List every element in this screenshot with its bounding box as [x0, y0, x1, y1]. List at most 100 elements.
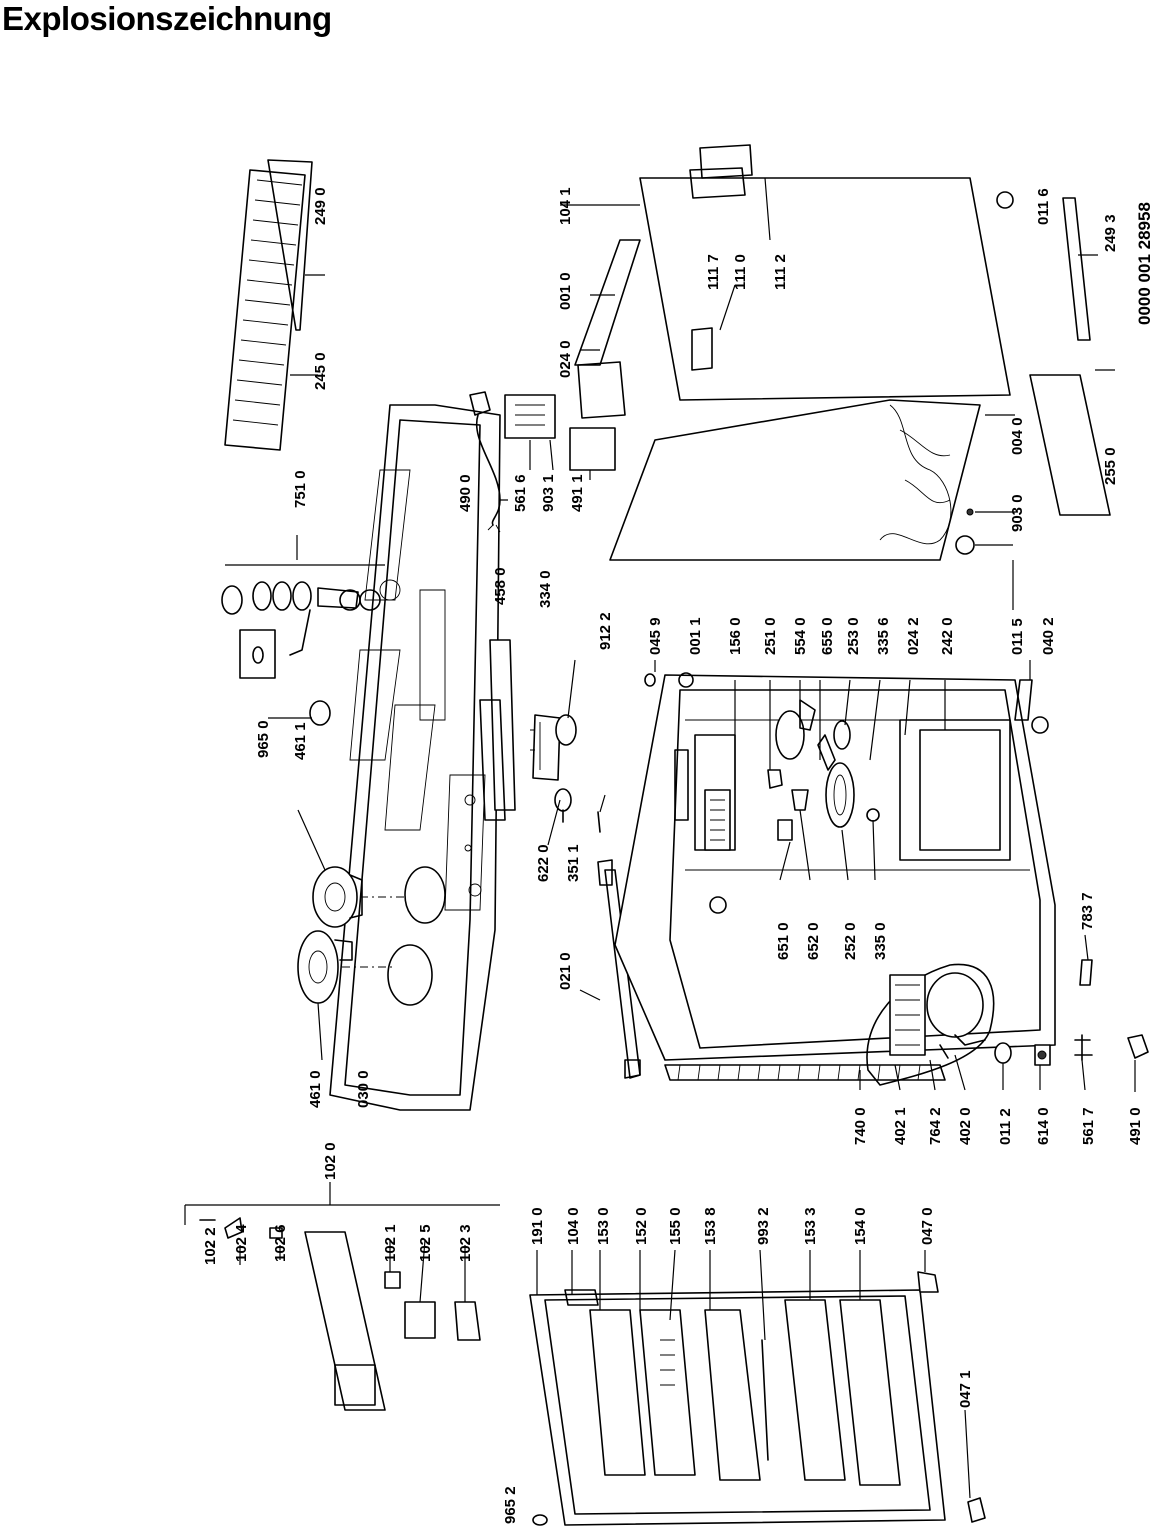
door-handle [597, 859, 641, 1079]
light-cover [767, 699, 880, 841]
label-102-5: 102 5 [417, 1224, 434, 1262]
label-249-3: 249 3 [1102, 214, 1119, 252]
side-panel-mid [574, 239, 641, 419]
label-751-0: 751 0 [292, 470, 309, 508]
label-903-0: 903 0 [1009, 494, 1026, 532]
screw-045 [644, 673, 656, 687]
label-655-0: 655 0 [819, 617, 836, 655]
label-252-0: 252 0 [842, 922, 859, 960]
label-461-0: 461 0 [307, 1070, 324, 1108]
label-351-1: 351 1 [565, 844, 582, 882]
label-561-6: 561 6 [512, 474, 529, 512]
label-152-0: 152 0 [633, 1207, 650, 1245]
label-154-0: 154 0 [852, 1207, 869, 1245]
document-number: 0000 001 28958 [1135, 202, 1154, 325]
label-102-1: 102 1 [382, 1224, 399, 1262]
label-965-0: 965 0 [255, 720, 272, 758]
label-253-0: 253 0 [845, 617, 862, 655]
label-245-0: 245 0 [312, 352, 329, 390]
label-614-0: 614 0 [1035, 1107, 1052, 1145]
thermostat-switch [530, 714, 577, 781]
label-156-0: 156 0 [727, 617, 744, 655]
label-104-0: 104 0 [565, 1207, 582, 1245]
label-102-4: 102 4 [233, 1224, 250, 1262]
small-parts-bottom [994, 1034, 1149, 1066]
door-panel-group [184, 1182, 500, 1411]
power-cord [469, 391, 501, 533]
label-402-1: 402 1 [892, 1107, 909, 1145]
label-011-6: 011 6 [1035, 188, 1052, 225]
label-011-5: 011 5 [1009, 618, 1026, 655]
label-153-0: 153 0 [595, 1207, 612, 1245]
label-011-2: 011 2 [997, 1108, 1014, 1145]
foot-965 [309, 700, 331, 726]
foot-011-6 [996, 191, 1014, 209]
door-rod [761, 1339, 769, 1461]
bracket-040 [1014, 679, 1049, 734]
door-shelf-4 [784, 1299, 846, 1481]
label-740-0: 740 0 [852, 1107, 869, 1145]
label-191-0: 191 0 [529, 1207, 546, 1245]
label-001-1: 001 1 [687, 617, 704, 655]
label-402-0: 402 0 [957, 1107, 974, 1145]
label-651-0: 651 0 [775, 922, 792, 960]
label-783-7: 783 7 [1079, 892, 1096, 930]
label-102-3: 102 3 [457, 1224, 474, 1262]
label-561-7: 561 7 [1080, 1107, 1097, 1145]
compressor-unit [866, 963, 995, 1086]
terminal-block [504, 394, 556, 439]
label-030-0: 030 0 [355, 1070, 372, 1108]
label-024-0: 024 0 [557, 340, 574, 378]
worktop-cover [329, 404, 501, 1111]
label-335-6: 335 6 [875, 617, 892, 655]
label-024-2: 024 2 [905, 617, 922, 655]
hotplate-rear [312, 866, 363, 928]
cover-491 [569, 427, 616, 471]
label-251-0: 251 0 [762, 617, 779, 655]
label-334-0: 334 0 [537, 570, 554, 608]
cabinet-body [614, 672, 1056, 1061]
label-111-2: 111 2 [772, 254, 789, 290]
label-903-1: 903 1 [540, 474, 557, 512]
page-title: Explosionszeichnung [2, 0, 332, 37]
label-255-0: 255 0 [1102, 447, 1119, 485]
door-feet [532, 1271, 986, 1526]
label-249-0: 249 0 [312, 187, 329, 225]
label-965-2: 965 2 [502, 1486, 519, 1524]
label-102-6: 102 6 [272, 1224, 289, 1262]
side-panel-outer [639, 144, 1011, 401]
thermostat-assembly [221, 535, 385, 679]
foot-011-5 [955, 535, 975, 555]
label-104-1: 104 1 [557, 187, 574, 225]
wire-shelf-group [224, 159, 313, 451]
door-shelf-3 [704, 1309, 761, 1481]
label-491-1: 491 1 [569, 474, 586, 512]
hinge-block [479, 639, 516, 821]
label-047-1: 047 1 [957, 1370, 974, 1408]
trim-strip [1062, 197, 1091, 341]
label-111-0: 111 0 [732, 254, 749, 290]
screw-912 [597, 811, 601, 833]
label-111-7: 111 7 [705, 254, 722, 290]
seal-strip [1079, 959, 1093, 986]
lamp [554, 788, 572, 823]
label-622-0: 622 0 [535, 844, 552, 882]
label-242-0: 242 0 [939, 617, 956, 655]
label-335-0: 335 0 [872, 922, 889, 960]
label-155-0: 155 0 [667, 1207, 684, 1245]
ice-tray [704, 789, 731, 851]
label-045-9: 045 9 [647, 617, 664, 655]
label-102-0: 102 0 [322, 1142, 339, 1180]
label-153-8: 153 8 [702, 1207, 719, 1245]
label-004-0: 004 0 [1009, 417, 1026, 455]
label-491-0: 491 0 [1127, 1107, 1144, 1145]
label-102-2: 102 2 [202, 1227, 219, 1265]
label-001-0: 001 0 [557, 272, 574, 310]
condenser [664, 1064, 946, 1081]
label-764-2: 764 2 [927, 1107, 944, 1145]
inner-panel [609, 399, 981, 561]
label-993-2: 993 2 [755, 1207, 772, 1245]
label-652-0: 652 0 [805, 922, 822, 960]
door-shelf-1 [589, 1309, 646, 1476]
